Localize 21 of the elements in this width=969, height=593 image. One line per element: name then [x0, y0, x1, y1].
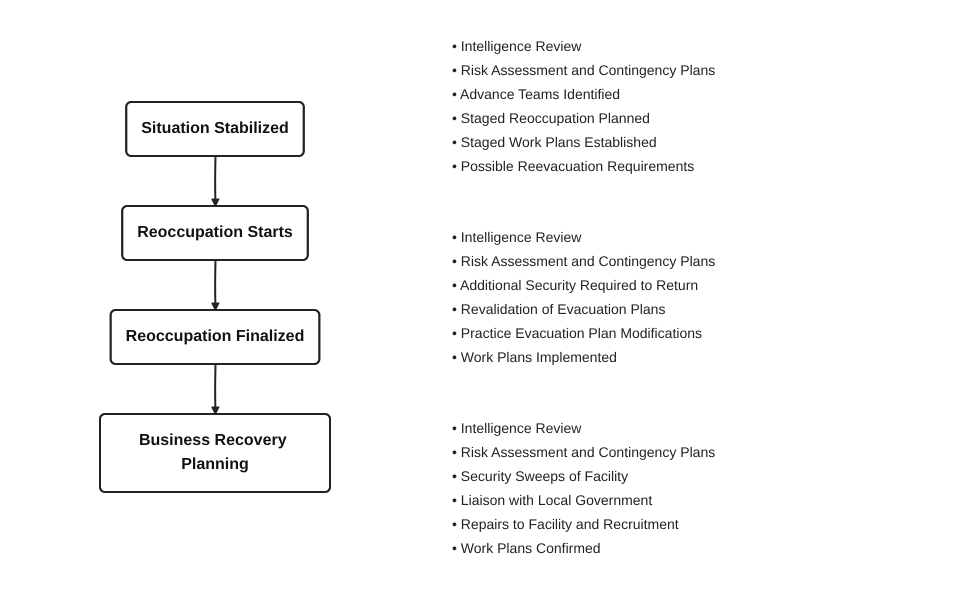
bullet-item: • Additional Security Required to Return: [452, 276, 700, 295]
bullet-item: • Practice Evacuation Plan Modifications: [452, 324, 704, 342]
bullet-item: • Intelligence Review: [452, 36, 582, 56]
bullet-item: • Repairs to Facility and Recruitment: [452, 514, 680, 534]
bullet-item: • Intelligence Review: [452, 418, 582, 438]
arrow: [210, 260, 220, 310]
bullet-item: • Advance Teams Identified: [452, 84, 622, 104]
bullet-item: • Possible Reevacuation Requirements: [452, 156, 696, 176]
bullet-item: • Staged Work Plans Established: [452, 132, 658, 152]
bullet-item: • Risk Assessment and Contingency Plans: [452, 60, 716, 80]
bullet-item: • Security Sweeps of Facility: [452, 466, 630, 486]
bullet-item: • Work Plans Implemented: [452, 348, 618, 367]
bullet-item: • Risk Assessment and Contingency Plans: [452, 252, 716, 271]
bullet-item: • Liaison with Local Government: [452, 490, 654, 510]
bullet-item: • Risk Assessment and Contingency Plans: [452, 442, 716, 462]
bullet-item: • Work Plans Confirmed: [452, 538, 602, 558]
bullet-item: • Staged Reoccupation Planned: [452, 108, 651, 128]
bullet-item: • Intelligence Review: [452, 228, 582, 247]
arrow: [210, 156, 220, 206]
bullet-item: • Revalidation of Evacuation Plans: [452, 300, 666, 318]
arrow: [210, 364, 220, 414]
